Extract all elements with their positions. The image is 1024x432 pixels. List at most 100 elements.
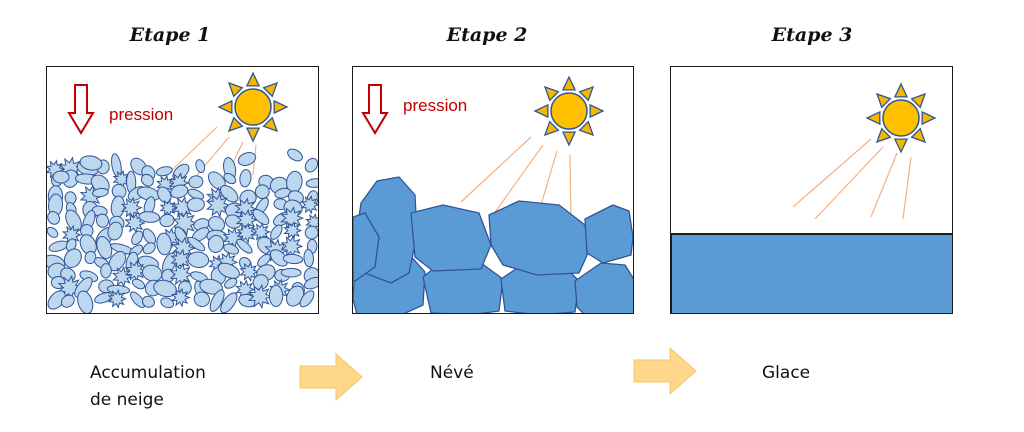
ice-scene	[671, 82, 952, 313]
sun-core	[234, 88, 272, 126]
snow-grain	[138, 211, 161, 223]
sun-ray	[245, 127, 261, 143]
snow-flake	[247, 283, 273, 310]
snow-flake	[169, 262, 194, 287]
snow-flake	[124, 259, 147, 283]
snow-grain	[303, 249, 314, 268]
right-arrow-icon	[633, 346, 697, 396]
snow-grain	[223, 173, 237, 185]
sun-ray	[561, 75, 577, 91]
sun-ray	[589, 103, 605, 119]
snow-grain	[224, 277, 238, 289]
snow-flake	[120, 196, 143, 219]
snow-grain	[236, 238, 253, 254]
snow-grain	[60, 294, 75, 308]
snow-grain	[47, 226, 59, 238]
snow-grain	[74, 277, 93, 298]
snow-grain	[303, 276, 318, 290]
sun-ray	[227, 81, 244, 98]
snow-grain	[305, 178, 318, 188]
snow-grain	[254, 184, 270, 199]
snow-grain	[94, 292, 113, 304]
down-arrow-icon	[67, 84, 95, 135]
snow-grain	[110, 195, 125, 219]
snow-grain	[187, 251, 210, 269]
stage-1-caption-line2: de neige	[90, 390, 164, 410]
snow-grain	[47, 211, 61, 225]
stage-3-caption: Glace	[762, 363, 811, 383]
snow-flake	[235, 208, 259, 232]
snow-flake	[107, 288, 127, 309]
snow-flake	[283, 220, 303, 241]
snow-grain	[209, 289, 225, 312]
snow-flake	[111, 265, 134, 288]
ice-layer	[671, 233, 952, 313]
snow-grain	[172, 163, 190, 181]
snow-grains	[47, 148, 318, 313]
sun-ray	[227, 116, 244, 133]
sun-ray	[893, 82, 909, 98]
snow-grain	[217, 262, 240, 279]
snow-grain	[170, 184, 189, 199]
snow-grain	[299, 290, 315, 308]
snow-grain	[188, 175, 204, 189]
snow-grain	[95, 213, 109, 228]
sun-ray	[893, 138, 909, 154]
sun-icon	[865, 82, 937, 154]
snow-flake	[171, 287, 191, 308]
pressure-label: pression	[403, 96, 468, 115]
stage-3-panel	[670, 66, 953, 314]
sun-ray	[865, 110, 881, 126]
snow-grain	[257, 253, 271, 267]
sun-ray	[543, 85, 560, 102]
snow-grain	[131, 230, 144, 246]
snow-flake	[239, 261, 260, 283]
snow-grain	[280, 267, 302, 278]
stage-1-caption: Accumulation de neige	[90, 360, 206, 414]
down-arrow-icon	[361, 84, 389, 135]
sun-ray	[273, 99, 289, 115]
sun-core	[550, 92, 588, 130]
snow-grain	[199, 278, 223, 295]
snow-grain	[63, 248, 82, 269]
snow-grain	[220, 292, 238, 313]
sunbeams	[792, 138, 912, 220]
snow-grain	[156, 232, 172, 256]
sun-core	[882, 99, 920, 137]
sun-ray	[578, 85, 595, 102]
snow-flake	[280, 234, 304, 258]
snow-flake	[112, 169, 132, 189]
sun-ray	[910, 127, 927, 144]
snow-grain	[52, 170, 70, 184]
sun-ray	[578, 120, 595, 137]
snow-grain	[193, 291, 211, 307]
stage-3-title: Etape 3	[771, 24, 853, 46]
snow-grain	[282, 253, 304, 265]
sun-ray	[875, 92, 892, 109]
snow-grain	[237, 152, 257, 166]
stage-2-title: Etape 2	[446, 24, 528, 46]
snow-grain	[269, 249, 288, 267]
sun-ray	[543, 120, 560, 137]
snow-grain	[159, 213, 175, 228]
snow-grain	[107, 221, 123, 241]
snow-scene	[47, 71, 318, 313]
snow-grain	[130, 291, 146, 308]
snow-flake	[234, 279, 256, 300]
snow-grain	[141, 295, 155, 308]
snow-grain	[140, 173, 154, 187]
sun-ray	[217, 99, 233, 115]
snow-grain	[186, 197, 205, 212]
sun-icon	[217, 71, 289, 143]
sun-ray	[245, 71, 261, 87]
sun-ray	[910, 92, 927, 109]
stage-1-panel: pression	[46, 66, 319, 314]
snow-grain	[111, 183, 127, 199]
snow-grain	[187, 236, 206, 252]
snow-grain	[65, 209, 82, 232]
snow-grain	[160, 297, 175, 309]
snow-grain	[207, 234, 225, 254]
sun-ray	[262, 116, 279, 133]
snow-grain	[92, 187, 109, 198]
snow-grain	[268, 284, 284, 307]
